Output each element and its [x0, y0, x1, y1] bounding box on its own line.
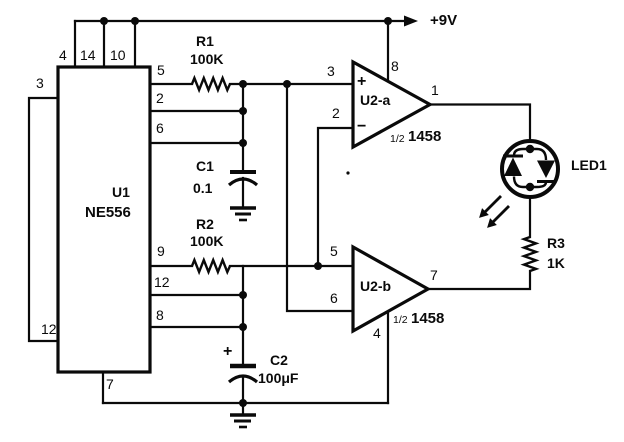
u1-pin12-right-label: 12	[154, 274, 170, 290]
u1-pin8-label: 8	[156, 307, 164, 323]
u2b-opamp-triangle	[351, 244, 432, 334]
wires	[27, 19, 532, 416]
led-diode-up	[504, 157, 522, 176]
u1-pin7-label: 7	[106, 376, 114, 392]
main-ground-symbol	[230, 413, 256, 429]
c2-plus-sign: +	[223, 343, 233, 360]
r1-resistor-symbol	[190, 74, 232, 94]
r3-to-u2b-output-wire	[426, 269, 532, 291]
u2a-output-wire	[428, 103, 532, 151]
u2a-pin2-label: 2	[332, 105, 340, 121]
r2-value-label: 100K	[190, 233, 224, 249]
c1-value-label: 0.1	[193, 180, 213, 196]
u1-pin10-label: 10	[110, 47, 126, 63]
power-label: +9V	[430, 12, 458, 29]
u2b-pin4-label: 4	[373, 325, 381, 341]
r3-resistor-symbol	[520, 235, 540, 273]
r3-ref-label: R3	[547, 235, 565, 251]
junction-dots	[100, 17, 392, 407]
u2b-fraction-label: 1/2	[393, 314, 408, 326]
u2a-pin8-label: 8	[391, 58, 399, 74]
u2a-pin2-wire	[316, 126, 355, 268]
c1-capacitor-symbol	[227, 170, 259, 187]
r3-value-label: 1K	[547, 255, 565, 271]
u1-pin4-label: 4	[59, 47, 67, 63]
r2-ref-label: R2	[196, 216, 214, 232]
u1-pin14-label: 14	[80, 47, 96, 63]
u2b-pin6-label: 6	[330, 290, 338, 306]
u2b-part-label: 1458	[411, 310, 445, 327]
u2a-minus-sign: −	[357, 118, 367, 135]
ink-speck	[346, 171, 350, 175]
u2b-pin5-label: 5	[330, 243, 338, 259]
u1-pin9-label: 9	[157, 243, 165, 259]
u1-pin5-label: 5	[157, 62, 165, 78]
u2a-pin1-label: 1	[431, 82, 439, 98]
u1-ic-box	[56, 65, 152, 374]
u2a-pin3-label: 3	[327, 63, 335, 79]
c2-capacitor-symbol	[227, 363, 259, 384]
u2a-opamp-triangle	[351, 59, 434, 150]
led-diode-down	[537, 160, 555, 178]
u1-pin3-pin12-loop-wire	[27, 96, 60, 343]
u1-ref-label: U1	[112, 184, 130, 200]
c1-ref-label: C1	[196, 158, 214, 174]
led1-ref-label: LED1	[571, 157, 607, 173]
c2-ref-label: C2	[270, 352, 288, 368]
u1-pin3-label: 3	[36, 75, 44, 91]
led1-symbol	[500, 139, 560, 199]
u1-pin2-label: 2	[156, 90, 164, 106]
u1-part-label: NE556	[85, 204, 131, 221]
u2b-pin7-label: 7	[430, 267, 438, 283]
c1-ground-symbol	[230, 206, 256, 222]
r1-ref-label: R1	[196, 33, 214, 49]
r1-value-label: 100K	[190, 51, 224, 67]
c2-value-label: 100μF	[258, 370, 299, 386]
u1-pin12-left-label: 12	[41, 321, 57, 337]
led-emission-arrows-icon	[479, 195, 510, 228]
u2a-ref-label: U2-a	[360, 92, 391, 108]
u2b-ref-label: U2-b	[360, 278, 392, 294]
u2a-plus-sign: +	[357, 73, 367, 90]
r2-resistor-symbol	[190, 256, 232, 276]
power-arrowhead-icon	[404, 15, 418, 27]
u1-pin6-label: 6	[156, 120, 164, 136]
u2a-part-label: 1458	[408, 128, 442, 145]
node-to-u2b-pin6-wire	[285, 82, 355, 313]
u2a-fraction-label: 1/2	[390, 133, 405, 145]
